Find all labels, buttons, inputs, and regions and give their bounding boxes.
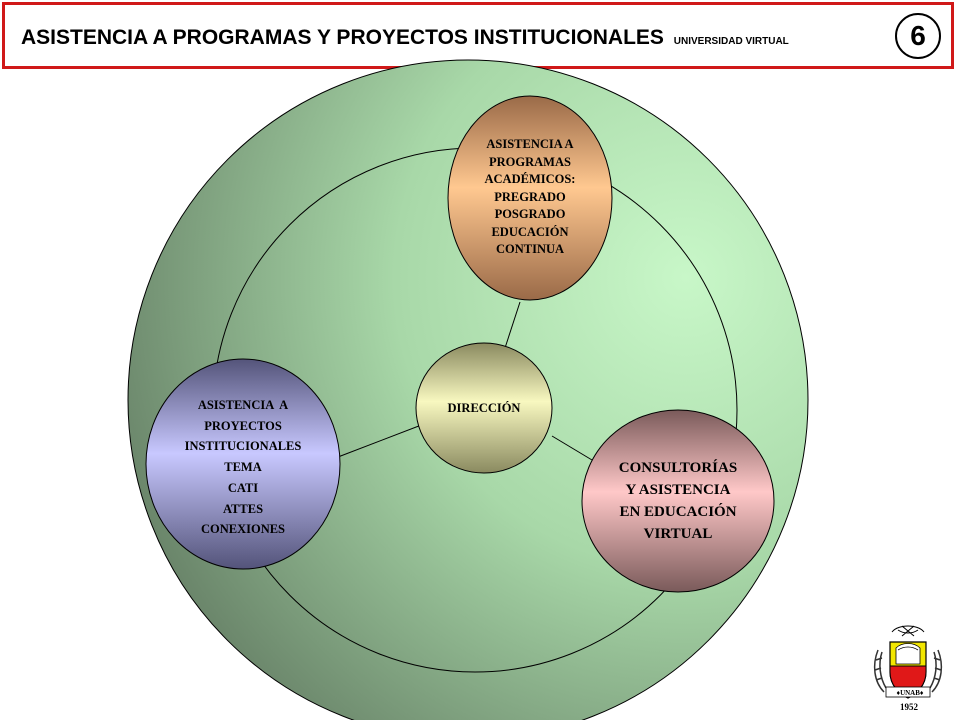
node-top-line: ACADÉMICOS: — [484, 172, 576, 186]
slide-number-badge: 6 — [895, 13, 941, 59]
node-top-line: PREGRADO — [494, 189, 566, 204]
node-left-line: PROYECTOS — [204, 418, 282, 433]
slide-title: ASISTENCIA A PROGRAMAS Y PROYECTOS INSTI… — [21, 26, 789, 50]
node-center-text: DIRECCIÓN — [447, 401, 521, 415]
node-top-line: PROGRAMAS — [489, 154, 571, 169]
node-left-line: INSTITUCIONALES — [184, 439, 302, 454]
node-right-line: VIRTUAL — [643, 526, 713, 542]
connector-right — [551, 435, 593, 461]
node-right-line: Y ASISTENCIA — [625, 482, 731, 498]
node-left — [145, 358, 341, 570]
connector-left — [337, 423, 425, 458]
slide-header: ASISTENCIA A PROGRAMAS Y PROYECTOS INSTI… — [2, 2, 954, 69]
slide-number: 6 — [910, 20, 926, 51]
node-left-label: ASISTENCIA A PROYECTOS INSTITUCIONALES T… — [153, 395, 333, 540]
node-center-label: DIRECCIÓN — [424, 400, 544, 416]
node-top-line: ASISTENCIA A — [486, 137, 574, 151]
node-top-line: EDUCACIÓN — [491, 224, 569, 239]
logo-year: 1952 — [900, 702, 918, 712]
node-top-line: CONTINUA — [495, 242, 565, 256]
node-top-label: ASISTENCIA A PROGRAMAS ACADÉMICOS: PREGR… — [460, 136, 600, 259]
node-top-line: POSGRADO — [494, 207, 566, 221]
node-left-line: TEMA — [224, 460, 262, 475]
node-left-line: ASISTENCIA A — [197, 398, 289, 412]
node-left-line: CONEXIONES — [200, 522, 286, 537]
node-right-line: EN EDUCACIÓN — [619, 504, 737, 520]
connector-top — [504, 301, 521, 349]
slide-title-text: ASISTENCIA A PROGRAMAS Y PROYECTOS INSTI… — [21, 26, 664, 49]
node-right — [581, 409, 775, 593]
logo-banner-text: ♦UNAB♦ — [896, 689, 924, 697]
node-top — [447, 95, 613, 301]
node-center — [415, 342, 553, 474]
node-right-label: CONSULTORÍAS Y ASISTENCIA EN EDUCACIÓN V… — [593, 457, 763, 545]
node-left-line: ATTES — [222, 501, 264, 516]
slide-subtitle: UNIVERSIDAD VIRTUAL — [673, 36, 789, 47]
node-left-line: CATI — [227, 480, 259, 495]
unab-shield-logo — [873, 625, 943, 699]
node-right-line: CONSULTORÍAS — [618, 460, 738, 476]
